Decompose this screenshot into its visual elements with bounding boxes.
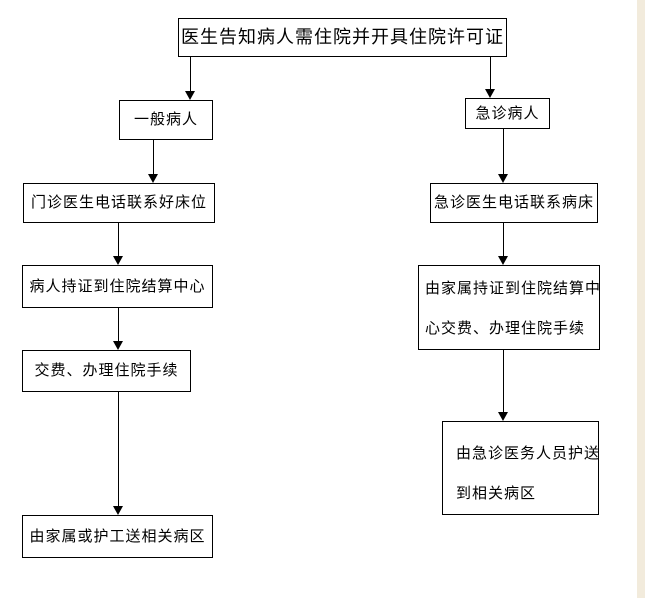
- arrow-down-icon: [113, 506, 123, 515]
- flow-node-family-escort-label: 由家属或护工送相关病区: [29, 527, 206, 545]
- connector-emergency-to-ercall-line: [503, 129, 504, 174]
- arrow-down-icon: [113, 256, 123, 265]
- connector-patientcert-to-pay-line: [118, 308, 119, 341]
- arrow-down-icon: [148, 174, 158, 183]
- flow-node-patient-certificate-label: 病人持证到住院结算中心: [29, 277, 206, 295]
- arrow-down-icon: [498, 412, 508, 421]
- flow-node-family-certificate-pay-line1: 由家属持证到住院结算中: [425, 280, 602, 297]
- flow-node-family-escort: 由家属或护工送相关病区: [22, 515, 213, 558]
- connector-outpatient-to-patientcert-line: [118, 223, 119, 256]
- arrow-down-icon: [113, 341, 123, 350]
- flow-node-er-staff-escort-line2: 到相关病区: [456, 485, 537, 502]
- connector-pay-to-escort-line: [118, 392, 119, 506]
- flow-node-pay-fees-label: 交费、办理住院手续: [34, 362, 179, 379]
- flow-node-outpatient-doctor-call: 门诊医生电话联系好床位: [23, 183, 215, 223]
- arrow-down-icon: [485, 89, 495, 98]
- flow-node-general-patient-label: 一般病人: [133, 111, 198, 128]
- arrow-down-icon: [498, 256, 508, 265]
- page-edge-strip: [637, 0, 645, 598]
- arrow-down-icon: [498, 174, 508, 183]
- connector-ercall-to-familycert-line: [503, 223, 504, 256]
- flow-node-start-label: 医生告知病人需住院并开具住院许可证: [181, 26, 504, 47]
- flow-node-family-certificate-pay: 由家属持证到住院结算中 心交费、办理住院手续: [418, 265, 600, 350]
- connector-start-to-general-line: [190, 57, 191, 91]
- flow-node-patient-certificate: 病人持证到住院结算中心: [22, 265, 213, 308]
- flow-node-family-certificate-pay-line2: 心交费、办理住院手续: [425, 320, 586, 337]
- flow-node-emergency-patient-label: 急诊病人: [475, 104, 540, 122]
- flow-node-er-staff-escort: 由急诊医务人员护送 到相关病区: [442, 421, 599, 515]
- connector-general-to-outpatient-line: [153, 140, 154, 174]
- flow-node-er-doctor-call-label: 急诊医生电话联系病床: [433, 194, 594, 211]
- arrow-down-icon: [185, 91, 195, 100]
- connector-familycert-to-erescort-line: [503, 350, 504, 412]
- flow-node-er-doctor-call: 急诊医生电话联系病床: [430, 183, 598, 223]
- flow-node-pay-fees: 交费、办理住院手续: [22, 350, 191, 392]
- flow-node-outpatient-doctor-call-label: 门诊医生电话联系好床位: [30, 194, 207, 211]
- flow-node-start: 医生告知病人需住院并开具住院许可证: [178, 18, 507, 57]
- connector-start-to-emergency-line: [490, 57, 491, 89]
- flow-node-general-patient: 一般病人: [119, 100, 213, 140]
- flow-node-er-staff-escort-line1: 由急诊医务人员护送: [456, 445, 601, 462]
- flow-node-emergency-patient: 急诊病人: [465, 98, 550, 129]
